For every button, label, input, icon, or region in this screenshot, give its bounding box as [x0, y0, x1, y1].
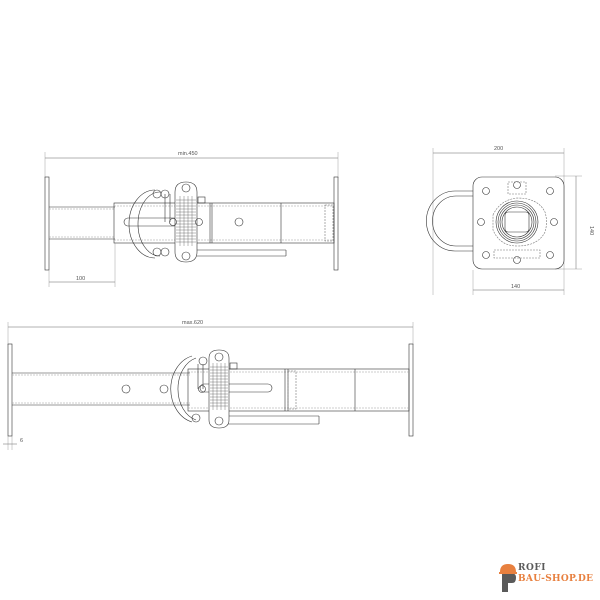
dim-plate-width: 140 — [511, 284, 520, 290]
hard-hat-p-icon — [499, 564, 517, 592]
logo-text-domain: BAU-SHOP.DE — [518, 574, 594, 584]
extended-view-max — [3, 322, 414, 450]
end-view — [426, 148, 582, 295]
dim-min-length: min.450 — [178, 151, 198, 157]
dim-max-length: max.620 — [182, 320, 203, 326]
dim-end-height: 140 — [588, 226, 594, 235]
dim-offset: 100 — [76, 276, 85, 282]
top-view-min — [44, 152, 339, 287]
dim-end-width: 200 — [494, 146, 503, 152]
dim-plate-thickness: 6 — [20, 438, 23, 444]
logo-text-rofi: ROFI — [518, 563, 546, 573]
brand-logo[interactable]: ROFI BAU-SHOP.DE — [498, 562, 598, 594]
